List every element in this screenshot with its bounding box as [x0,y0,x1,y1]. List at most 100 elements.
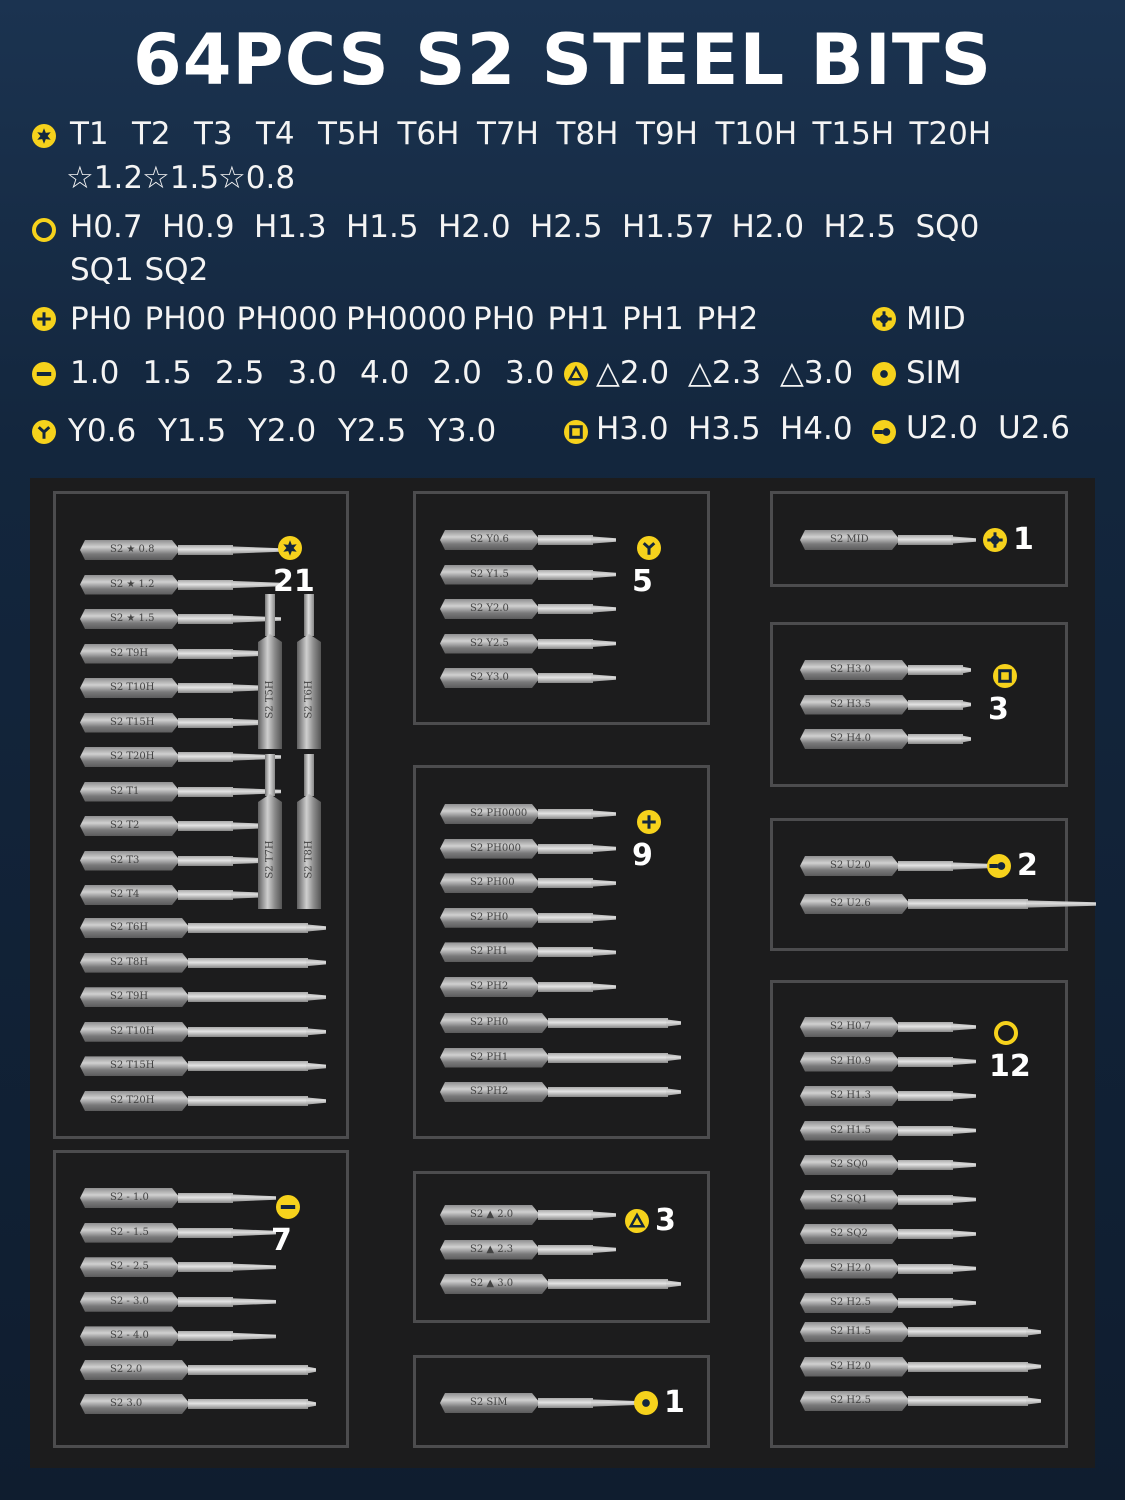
bit-label: S2 PH000 [470,842,521,854]
bit-label: S2 MID [830,534,869,545]
bit-label: S2 PH0 [470,911,509,923]
y-tip-icon [637,536,661,560]
bit-label: S2 - 3.0 [110,1295,149,1307]
legend-hex-size: H0.9 [162,209,235,245]
bit-label: S2 U2.6 [830,898,871,909]
bit-label: S2 3.0 [110,1398,143,1409]
bit-count: 1 [664,1385,685,1420]
bit-vertical: S2 T5H [258,594,282,749]
bit: S2 U2.6 [800,894,1100,914]
bit: S2 Y2.0 [440,599,620,619]
bit-label: S2 T20H [110,751,155,762]
bit: S2 T20H [80,1091,330,1111]
bit-label: S2 H2.0 [830,1262,872,1274]
triangle-icon [564,362,588,386]
bit-count: 5 [632,564,653,599]
legend-torx-size: T5H [318,116,380,152]
bit-label: S2 ★ 1.5 [110,613,155,624]
bit: S2 - 3.0 [80,1292,280,1312]
legend-torx-size: T8H [556,116,619,152]
slotted-icon [32,362,56,386]
bit-label: S2 H3.5 [830,698,872,710]
bit: S2 - 2.5 [80,1257,280,1277]
square-compartment [770,622,1068,787]
legend-phillips-size: PH1 [622,301,684,337]
bit-label: S2 ★ 1.2 [110,578,155,590]
bit-label: S2 T8H [110,956,149,968]
legend-hex-size: H2.0 [438,209,511,245]
bit: S2 H1.5 [800,1121,980,1141]
bit: S2 Y0.6 [440,530,620,550]
u-compartment [770,818,1068,951]
bit-vertical: S2 T6H [297,594,321,749]
bit: S2 T15H [80,713,285,733]
bit-label: S2 H2.5 [830,1297,872,1308]
bit: S2 T10H [80,1022,330,1042]
mid-compartment [770,491,1068,587]
bit: S2 H0.7 [800,1017,980,1037]
hex-icon [994,1021,1018,1045]
bit: S2 T10H [80,678,285,698]
bit: S2 PH0000 [440,804,620,824]
bit: S2 T2 [80,816,285,836]
page-title: 64PCS S2 STEEL BITS [133,19,992,101]
legend-triangle-size: △2.0 [596,355,670,391]
bit-label: S2 PH2 [470,1086,509,1097]
bit-label: S2 Y1.5 [470,568,509,580]
bit-label: S2 SQ2 [830,1228,868,1239]
bit-label: S2 PH1 [470,946,509,958]
bit-vertical: S2 T8H [297,754,321,909]
legend-hex-size: H2.0 [731,209,805,245]
legend-torx-size: ☆1.5 [142,160,220,196]
legend-y-size: Y1.5 [158,413,227,449]
bit: S2 Y3.0 [440,668,620,688]
bit: S2 H2.0 [800,1357,1045,1377]
legend-torx-size: T7H [477,116,539,152]
bit-vertical: S2 T7H [258,754,282,909]
legend-torx-size: T4 [256,116,295,152]
bit-label: S2 - 2.5 [110,1261,149,1273]
legend-y-size: Y3.0 [428,413,497,449]
bit-label: S2 Y2.0 [470,603,509,614]
legend-phillips-size: PH0 [70,301,132,337]
legend-hex-size: H1.5 [346,209,419,245]
legend-triangle-size: △3.0 [780,355,854,391]
bit: S2 T4 [80,885,285,905]
bit-label: S2 T10H [110,1025,155,1037]
bit-label: S2 T9H [110,991,149,1003]
legend-square-size: H3.5 [688,411,761,447]
legend-slotted-size: 4.0 [360,355,410,391]
legend-hex-size: H2.5 [530,209,603,245]
bit: S2 T6H [80,918,330,938]
bit-label: S2 PH0 [470,1017,509,1028]
legend-y-size: Y2.5 [338,413,407,449]
bit: S2 ★ 0.8 [80,540,285,560]
bit: S2 SQ1 [800,1190,980,1210]
legend-torx-size: ☆1.2 [66,160,144,196]
bit-label: S2 T2 [110,820,140,831]
legend-phillips-size: PH0000 [346,301,467,337]
bit-label: S2 H1.5 [830,1326,872,1337]
bit: S2 H2.5 [800,1293,980,1313]
sim-compartment [413,1355,710,1448]
legend-y-size: Y0.6 [68,413,137,449]
legend-torx-size: T15H [812,116,895,152]
legend-hex-size: SQ1 [70,252,134,288]
legend-torx-size: T3 [194,116,233,152]
sim-pin-icon [634,1391,658,1415]
legend-y-size: Y2.0 [248,413,317,449]
legend-hex-size: H0.7 [70,209,143,245]
legend-slotted-size: 1.5 [142,355,192,391]
bit: S2 SQ2 [800,1224,980,1244]
bit-label: S2 T20H [110,1095,155,1106]
bit-label: S2 ▲ 2.0 [470,1209,514,1220]
torx-icon [278,536,302,560]
bit: S2 PH0 [440,1013,685,1033]
legend-torx-size: T10H [715,116,798,152]
bit-label: S2 T9H [110,647,149,659]
bit: S2 PH000 [440,839,620,859]
bit-label: S2 - 1.5 [110,1226,149,1238]
legend-mid-label: MID [906,301,966,337]
mid-icon [983,528,1007,552]
bit: S2 PH2 [440,977,620,997]
